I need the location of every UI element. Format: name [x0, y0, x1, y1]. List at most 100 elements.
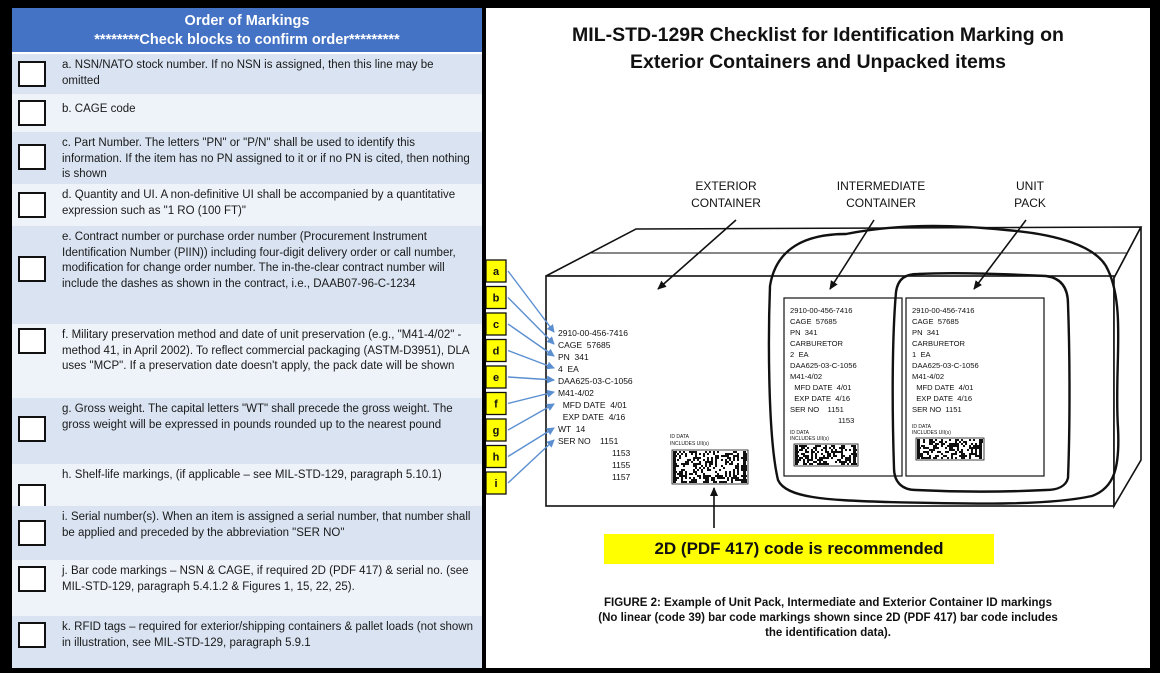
checkbox-b[interactable]	[18, 100, 46, 126]
checklist-text-c: c. Part Number. The letters "PN" or "P/N…	[62, 137, 470, 180]
int-id-data: ID DATA	[790, 430, 810, 436]
exterior-2d-barcode	[671, 449, 749, 485]
recommendation-banner: 2D (PDF 417) code is recommended	[604, 534, 994, 564]
int-id-includes: INCLUDES UII(s)	[790, 436, 829, 442]
int-line-qty: 2 EA	[790, 350, 810, 359]
checklist-item-g: g. Gross weight. The capital letters "WT…	[12, 398, 482, 464]
ext-line-contract: DAA625-03-C-1056	[558, 376, 633, 386]
checklist-text-h: h. Shelf-life markings, (if applicable –…	[62, 469, 442, 481]
unit-label-1: UNIT	[1016, 179, 1045, 193]
checklist-text-g: g. Gross weight. The capital letters "WT…	[62, 403, 453, 431]
checklist-text-f: f. Military preservation method and date…	[62, 329, 469, 372]
intermediate-card	[783, 297, 903, 477]
exterior-arrow	[657, 219, 737, 290]
letter-arrow-i	[507, 439, 555, 484]
letter-arrow-f	[507, 389, 555, 405]
unit-line-preservation: M41-4/02	[912, 372, 944, 381]
letter-label-b: b	[493, 293, 500, 305]
letter-label-i: i	[494, 478, 497, 490]
letter-arrow-c	[507, 323, 555, 357]
checklist-item-k: k. RFID tags – required for exterior/shi…	[12, 616, 482, 668]
unit-line-contract: DAA625-03-C-1056	[912, 361, 979, 370]
ext-line-preservation: M41-4/02	[558, 388, 594, 398]
letter-box-g	[486, 418, 507, 442]
figure-caption: FIGURE 2: Example of Unit Pack, Intermed…	[486, 596, 1150, 641]
ext-id-data: ID DATA	[670, 434, 690, 440]
ext-line-nsn: 2910-00-456-7416	[558, 328, 628, 338]
unit-line-exp: EXP DATE 4/16	[912, 394, 972, 403]
ext-line-cage: CAGE 57685	[558, 340, 611, 350]
ext-line-mfd: MFD DATE 4/01	[558, 400, 627, 410]
checkbox-c[interactable]	[18, 144, 46, 170]
unit-id-data: ID DATA	[912, 424, 932, 430]
ext-line-qty: 4 EA	[558, 364, 579, 374]
order-header-title: Order of Markings	[184, 13, 310, 29]
order-of-markings-panel: Order of Markings ********Check blocks t…	[12, 8, 482, 668]
int-line-contract: DAA625-03-C-1056	[790, 361, 857, 370]
int-line-serial: SER NO 1151	[790, 405, 844, 414]
unit-line-name: CARBURETOR	[912, 339, 966, 348]
unit-pack-card	[905, 297, 1045, 477]
unit-pack-2d-barcode	[915, 437, 985, 461]
int-line-mfd: MFD DATE 4/01	[790, 383, 851, 392]
int-line-pn: PN 341	[790, 328, 817, 337]
checklist-item-d: d. Quantity and UI. A non-definitive UI …	[12, 184, 482, 226]
unit-line-serial: SER NO 1151	[912, 405, 962, 414]
letter-box-f	[486, 391, 507, 416]
checkbox-g[interactable]	[18, 416, 46, 442]
exterior-label-2: CONTAINER	[691, 196, 761, 210]
int-line-nsn: 2910-00-456-7416	[790, 306, 853, 315]
letter-arrow-e	[507, 375, 555, 384]
intermediate-outline	[767, 224, 1120, 505]
unit-line-qty: 1 EA	[912, 350, 932, 359]
checkbox-i[interactable]	[18, 520, 46, 546]
letter-arrow-g	[507, 403, 555, 431]
checkbox-f[interactable]	[18, 328, 46, 354]
exterior-box	[545, 226, 1143, 509]
unit-pack-marking-text: 2910-00-456-7416 CAGE 57685 PN 341 CARBU…	[912, 306, 979, 436]
intermediate-2d-barcode	[793, 443, 859, 467]
checkbox-d[interactable]	[18, 192, 46, 218]
letter-label-g: g	[493, 425, 500, 437]
letter-label-c: c	[493, 319, 499, 331]
checkbox-k[interactable]	[18, 622, 46, 648]
checklist-item-a: a. NSN/NATO stock number. If no NSN is a…	[12, 54, 482, 94]
intermediate-arrow	[829, 219, 875, 290]
intermediate-marking-text: 2910-00-456-7416 CAGE 57685 PN 341 CARBU…	[790, 306, 857, 442]
checkbox-j[interactable]	[18, 566, 46, 592]
int-line-cage: CAGE 57685	[790, 317, 837, 326]
checkbox-a[interactable]	[18, 61, 46, 87]
letter-box-e	[486, 365, 507, 389]
ext-line-exp: EXP DATE 4/16	[558, 412, 626, 422]
letter-label-h: h	[493, 452, 500, 464]
checklist-text-d: d. Quantity and UI. A non-definitive UI …	[62, 189, 456, 217]
letter-label-d: d	[493, 346, 500, 358]
intermediate-label-1: INTERMEDIATE	[837, 179, 925, 193]
checklist-text-a: a. NSN/NATO stock number. If no NSN is a…	[62, 59, 434, 87]
int-serial-2: 1153	[838, 416, 854, 425]
unit-pack-outline	[891, 271, 1071, 493]
letter-box-b	[486, 285, 507, 310]
ext-serial-3: 1155	[612, 460, 631, 470]
ext-line-weight: WT 14	[558, 424, 586, 434]
checklist-item-e: e. Contract number or purchase order num…	[12, 226, 482, 324]
caption-line-2: (No linear (code 39) bar code markings s…	[598, 612, 1058, 624]
letter-box-c	[486, 312, 507, 336]
title-line-1: MIL-STD-129R Checklist for Identificatio…	[572, 24, 1064, 46]
checklist-item-i: i. Serial number(s). When an item is ass…	[12, 506, 482, 560]
unit-id-includes: INCLUDES UII(s)	[912, 430, 951, 436]
letter-label-f: f	[494, 399, 498, 411]
checklist-text-j: j. Bar code markings – NSN & CAGE, if re…	[62, 565, 469, 593]
checklist-text-b: b. CAGE code	[62, 103, 136, 115]
unit-line-mfd: MFD DATE 4/01	[912, 383, 973, 392]
figure-panel: MIL-STD-129R Checklist for Identificatio…	[486, 8, 1150, 668]
letter-box-i	[486, 471, 507, 495]
order-header-subtitle: ********Check blocks to confirm order***…	[94, 32, 400, 48]
letter-box-h	[486, 444, 507, 469]
letter-arrow-b	[507, 297, 555, 345]
container-illustration: EXTERIOR CONTAINER INTERMEDIATE CONTAINE…	[486, 179, 1143, 528]
checkbox-e[interactable]	[18, 256, 46, 282]
exterior-marking-text: 2910-00-456-7416 CAGE 57685 PN 341 4 EA …	[558, 328, 709, 482]
checklist-item-c: c. Part Number. The letters "PN" or "P/N…	[12, 132, 482, 184]
